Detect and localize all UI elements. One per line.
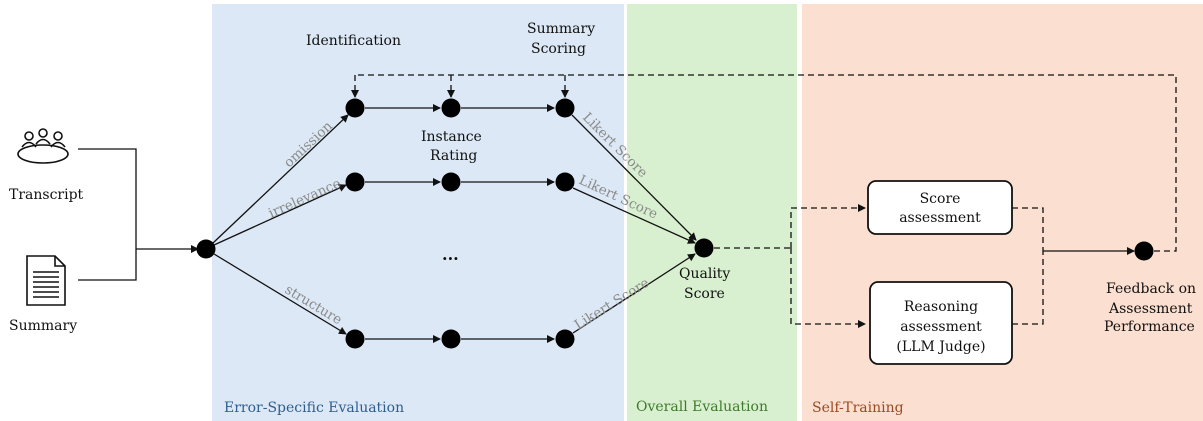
row3-scoring-node	[555, 329, 575, 349]
score-assessment-label-line2: assessment	[899, 210, 981, 226]
quality-score-label-line2: Score	[684, 286, 725, 302]
feedback-label-line2: Assessment	[1108, 301, 1193, 317]
to-reasoning-assessment-arrow	[790, 248, 866, 328]
feedback-label-line3: Performance	[1104, 319, 1195, 335]
omission-edge	[212, 114, 349, 244]
summary-scoring-label-line2: Scoring	[531, 41, 586, 57]
self-training-label: Self-Training	[812, 400, 904, 416]
people-around-table-icon	[17, 128, 69, 164]
overall-label: Overall Evaluation	[636, 399, 768, 415]
row3-rating-node	[441, 329, 461, 349]
row3-identification-node	[345, 329, 365, 349]
reasoning-assessment-box	[869, 281, 1013, 365]
instance-rating-label-line2: Rating	[430, 148, 477, 164]
feedback-node	[1134, 241, 1154, 261]
identification-label: Identification	[306, 33, 401, 49]
quality-score-label-line1: Quality	[679, 266, 730, 282]
row1-scoring-node	[555, 98, 575, 118]
to-score-assessment-arrow	[790, 204, 866, 248]
ellipsis-label: ...	[442, 245, 459, 264]
transcript-connector	[78, 148, 137, 249]
error-specific-label: Error-Specific Evaluation	[224, 400, 404, 416]
row2-identification-node	[345, 172, 365, 192]
irrelevance-edge	[213, 184, 347, 246]
reasoning-assessment-label-line3: (LLM Judge)	[896, 339, 985, 355]
reasoning-box-out-connector	[1012, 251, 1044, 325]
score-assessment-box	[867, 180, 1013, 235]
structure-edge	[213, 253, 347, 335]
instance-rating-label-line1: Instance	[421, 129, 482, 145]
likert-edge-1	[571, 114, 697, 241]
score-box-out-connector	[1012, 207, 1044, 251]
summary-connector	[78, 249, 137, 281]
row1-rating-node	[441, 98, 461, 118]
error-specific-panel	[212, 4, 624, 421]
start-node	[196, 239, 216, 259]
row1-identification-node	[345, 98, 365, 118]
reasoning-assessment-label-line2: assessment	[900, 319, 982, 335]
score-assessment-label-line1: Score	[920, 191, 961, 207]
reasoning-assessment-label-line1: Reasoning	[904, 299, 978, 315]
overall-panel	[627, 4, 797, 421]
feedback-label-line1: Feedback on	[1106, 281, 1196, 297]
transcript-label: Transcript	[9, 187, 84, 203]
likert-edge-2	[572, 187, 696, 244]
row2-rating-node	[441, 172, 461, 192]
feedback-loop-line	[355, 74, 1177, 252]
document-icon	[26, 255, 66, 306]
summary-label: Summary	[9, 318, 77, 334]
row2-scoring-node	[555, 172, 575, 192]
summary-scoring-label-line1: Summary	[527, 21, 595, 37]
likert-edge-3	[572, 253, 696, 334]
quality-score-node	[694, 238, 714, 258]
